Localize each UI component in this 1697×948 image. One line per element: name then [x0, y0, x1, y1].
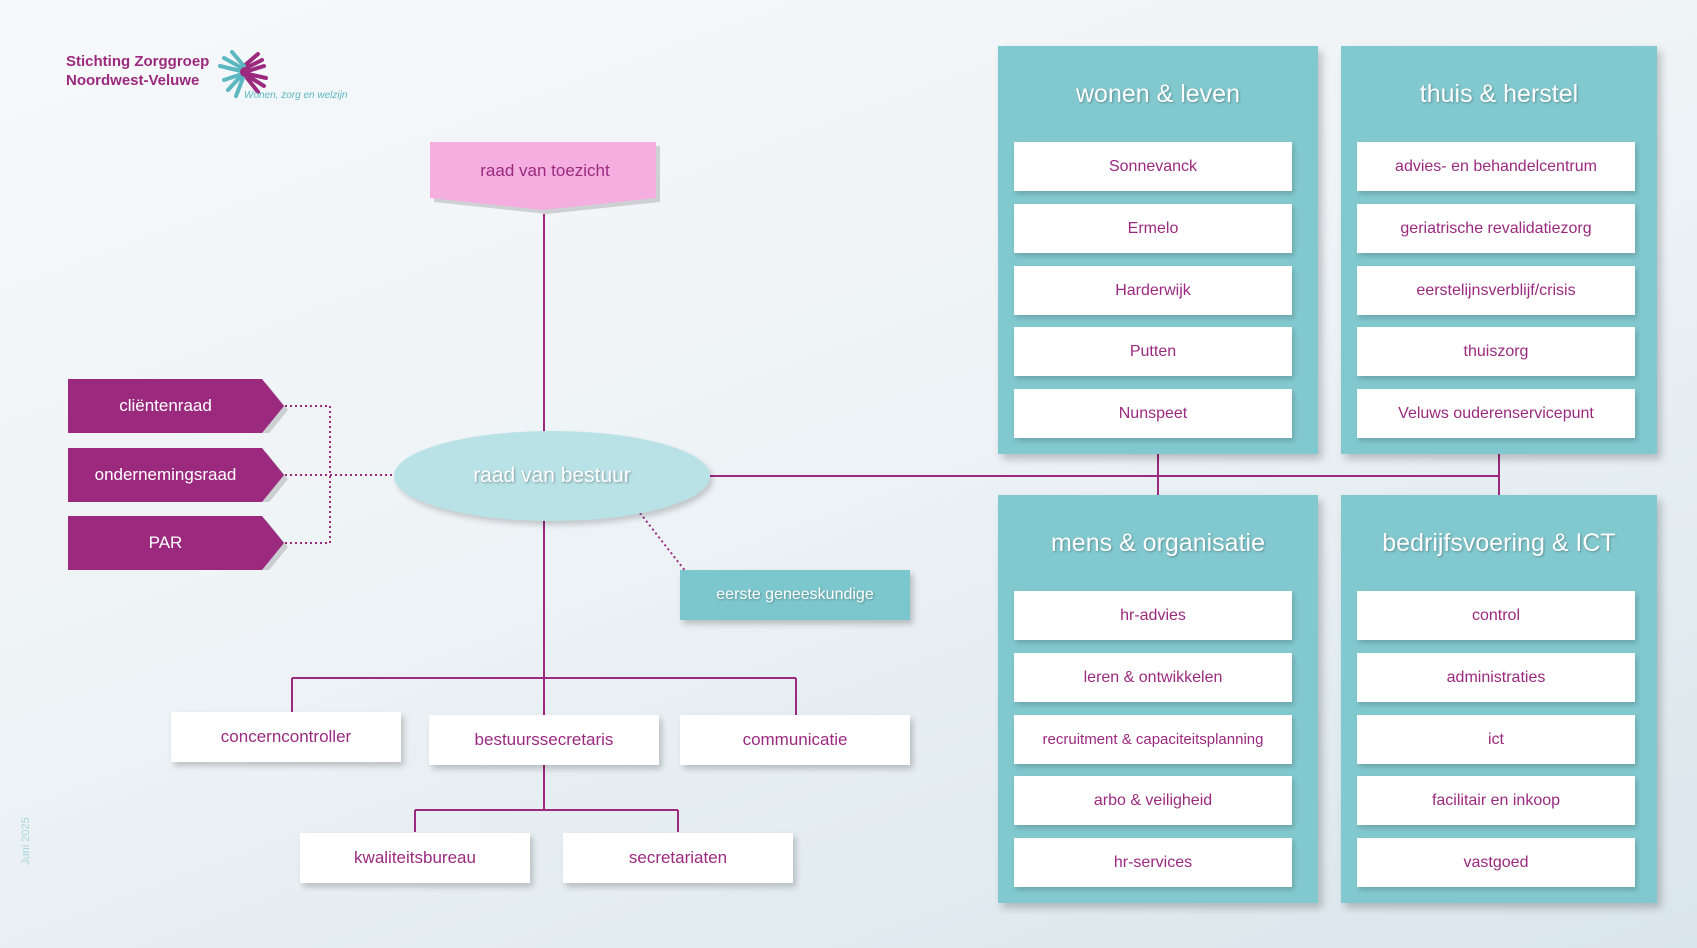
panel-thuis-herstel: thuis & herstel advies- en behandelcentr…: [1341, 46, 1657, 454]
panel-item[interactable]: Sonnevanck: [1014, 142, 1292, 191]
kwaliteitsbureau-box[interactable]: kwaliteitsbureau: [300, 833, 530, 883]
panel-item[interactable]: Veluws ouderenservicepunt: [1357, 389, 1635, 438]
eerste-geneeskundige[interactable]: eerste geneeskundige: [680, 570, 910, 620]
panel-item[interactable]: administraties: [1357, 653, 1635, 702]
logo-name-line2: Noordwest-Veluwe: [66, 72, 200, 89]
panel-item[interactable]: Ermelo: [1014, 204, 1292, 253]
panel-item[interactable]: recruitment & capaciteitsplanning: [1014, 715, 1292, 764]
panel-title: wonen & leven: [1075, 80, 1240, 108]
panel-item[interactable]: facilitair en inkoop: [1357, 776, 1635, 825]
arrow-shape: [68, 379, 288, 437]
raad-van-toezicht[interactable]: raad van toezicht: [430, 142, 660, 214]
panel-item[interactable]: ict: [1357, 715, 1635, 764]
panel-item[interactable]: vastgoed: [1357, 838, 1635, 887]
panel-title: mens & organisatie: [1050, 529, 1265, 557]
toezicht-shape: [430, 142, 660, 214]
panel-item[interactable]: geriatrische revalidatiezorg: [1357, 204, 1635, 253]
panel-title: bedrijfsvoering & ICT: [1382, 529, 1616, 557]
arrow-shape: [68, 448, 288, 506]
council-label: PAR: [148, 533, 183, 552]
logo-tagline: Wonen, zorg en welzijn: [244, 90, 348, 101]
hands-logo-icon: [218, 50, 268, 98]
communicatie-box[interactable]: communicatie: [680, 715, 910, 765]
side-date: Juni 2025: [20, 817, 32, 865]
panel-mens-organisatie: mens & organisatie hr-advies leren & ont…: [998, 495, 1318, 903]
panel-item[interactable]: arbo & veiligheid: [1014, 776, 1292, 825]
panel-item[interactable]: Harderwijk: [1014, 266, 1292, 315]
arrow-shape: [68, 516, 288, 574]
council-label: cliëntenraad: [119, 396, 212, 415]
secretariaten-box[interactable]: secretariaten: [563, 833, 793, 883]
panel-item[interactable]: eerstelijnsverblijf/crisis: [1357, 266, 1635, 315]
council-par[interactable]: PAR: [68, 516, 288, 574]
concerncontroller-box[interactable]: concerncontroller: [171, 712, 401, 762]
council-label: ondernemingsraad: [94, 465, 237, 484]
bestuurssecretaris-box[interactable]: bestuurssecretaris: [429, 715, 659, 765]
panel-wonen-leven: wonen & leven Sonnevanck Ermelo Harderwi…: [998, 46, 1318, 454]
panel-title: thuis & herstel: [1419, 80, 1579, 108]
toezicht-label: raad van toezicht: [480, 161, 610, 180]
panel-item[interactable]: Putten: [1014, 327, 1292, 376]
council-ondernemingsraad[interactable]: ondernemingsraad: [68, 448, 288, 506]
logo: Stichting Zorggroep Noordwest-Veluwe Won…: [66, 44, 366, 108]
panel-item[interactable]: hr-advies: [1014, 591, 1292, 640]
council-clientenraad[interactable]: cliëntenraad: [68, 379, 288, 437]
panel-item[interactable]: Nunspeet: [1014, 389, 1292, 438]
logo-name-line1: Stichting Zorggroep: [66, 53, 210, 70]
panel-item[interactable]: leren & ontwikkelen: [1014, 653, 1292, 702]
panel-item[interactable]: hr-services: [1014, 838, 1292, 887]
panel-item[interactable]: advies- en behandelcentrum: [1357, 142, 1635, 191]
panel-item[interactable]: control: [1357, 591, 1635, 640]
panel-item[interactable]: thuiszorg: [1357, 327, 1635, 376]
raad-van-bestuur[interactable]: raad van bestuur: [394, 431, 710, 521]
panel-bedrijfsvoering-ict: bedrijfsvoering & ICT control administra…: [1341, 495, 1657, 903]
logo-name: Stichting Zorggroep Noordwest-Veluwe: [66, 52, 209, 90]
